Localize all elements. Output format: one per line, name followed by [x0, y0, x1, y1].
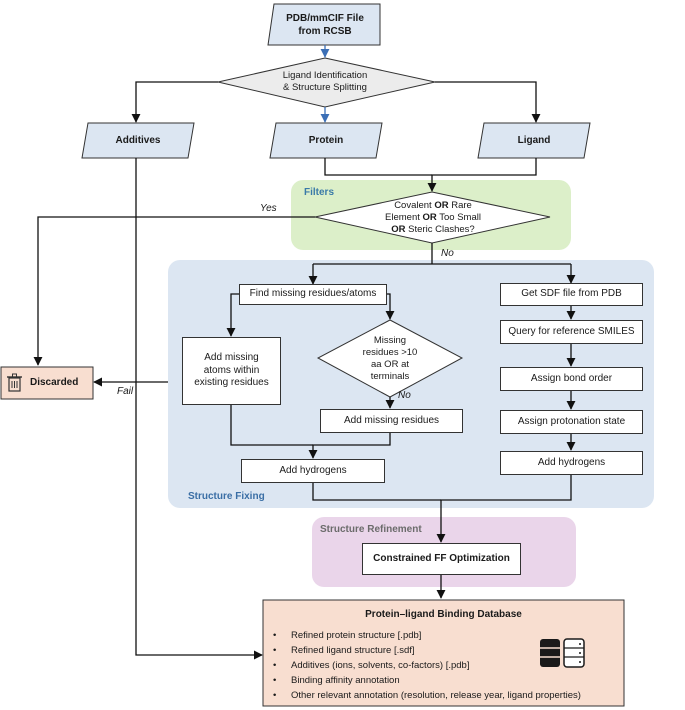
- trash-icon: [7, 373, 22, 392]
- discarded-label: Discarded: [30, 377, 79, 388]
- ligand-shape: [477, 122, 591, 159]
- protein-shape: [269, 122, 383, 159]
- database-item: •Refined ligand structure [.sdf]: [273, 645, 415, 656]
- add-hydrogens-ligand-box: Add hydrogens: [500, 451, 643, 475]
- add-missing-atoms-box: Add missing atoms within existing residu…: [182, 337, 281, 405]
- ligand-identification-label: Ligand Identification & Structure Splitt…: [282, 70, 368, 93]
- get-sdf-box: Get SDF file from PDB: [500, 283, 643, 306]
- find-missing-box: Find missing residues/atoms: [239, 284, 387, 305]
- additives-shape: [81, 122, 195, 159]
- add-missing-residues-box: Add missing residues: [320, 409, 463, 433]
- add-hydrogens-protein-box: Add hydrogens: [241, 459, 385, 483]
- structure-fixing-region-label: Structure Fixing: [188, 491, 265, 502]
- pdb-file-label: PDB/mmCIF File from RCSB: [286, 13, 364, 37]
- ff-optimization-box: Constrained FF Optimization: [362, 543, 521, 575]
- database-item: •Other relevant annotation (resolution, …: [273, 690, 581, 701]
- pdb-file-shape: [267, 3, 381, 46]
- additives-label: Additives: [115, 135, 161, 146]
- fail-label: Fail: [117, 386, 134, 397]
- database-icon: [540, 638, 585, 668]
- query-smiles-box: Query for reference SMILES: [500, 320, 643, 344]
- database-panel: Protein–ligand Binding Database •Refined…: [263, 600, 624, 706]
- no-missing-label: No: [398, 390, 411, 401]
- missing-residues-question-label: Missing residues >10 aa OR at terminals: [362, 335, 418, 382]
- assign-bond-order-box: Assign bond order: [500, 367, 643, 391]
- database-item: •Binding affinity annotation: [273, 675, 400, 686]
- assign-protonation-box: Assign protonation state: [500, 410, 643, 434]
- structure-refinement-region-label: Structure Refinement: [320, 524, 422, 535]
- filters-region-label: Filters: [304, 187, 335, 198]
- protein-label: Protein: [308, 135, 344, 146]
- yes-label: Yes: [260, 203, 277, 214]
- discarded-box: [0, 366, 94, 400]
- database-title: Protein–ligand Binding Database: [365, 609, 522, 620]
- database-item: •Refined protein structure [.pdb]: [273, 630, 422, 641]
- ligand-label: Ligand: [517, 135, 551, 146]
- database-item: •Additives (ions, solvents, co-factors) …: [273, 660, 470, 671]
- database-item-list: •Refined protein structure [.pdb] •Refin…: [273, 628, 581, 703]
- filters-question-label: Covalent OR Rare Element OR Too Small OR…: [385, 200, 481, 235]
- no-filters-label: No: [441, 248, 454, 259]
